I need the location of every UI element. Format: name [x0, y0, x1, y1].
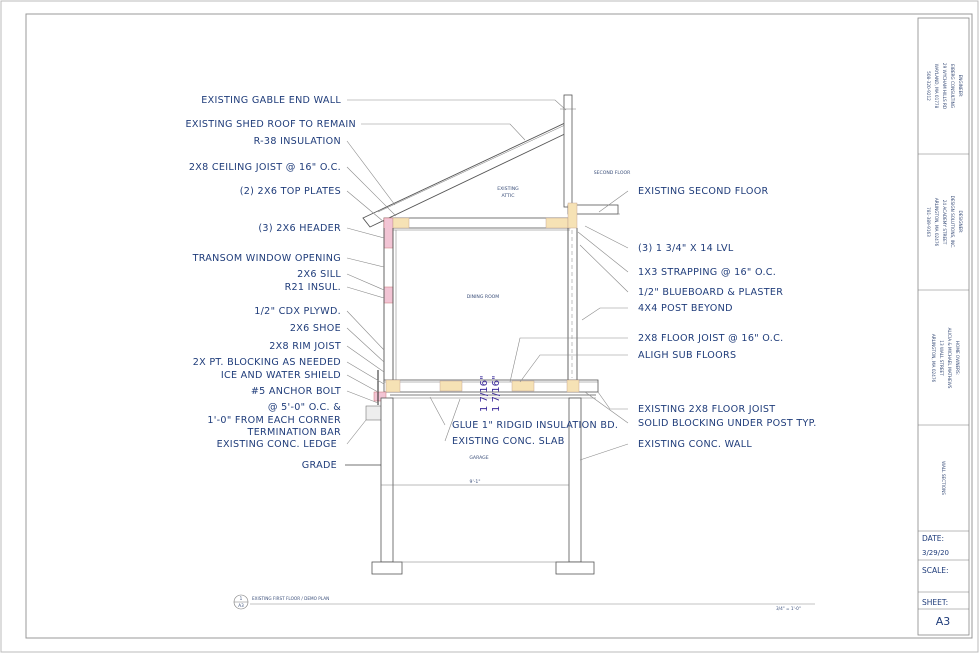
label-solid-blocking: SOLID BLOCKING UNDER POST TYP.	[638, 418, 817, 429]
engineer-city: WAYLAND, MA 01778	[934, 64, 939, 109]
room-labels: SECOND FLOOR EXISTING ATTIC DINING ROOM …	[467, 170, 631, 485]
room-dining: DINING ROOM	[467, 294, 500, 300]
designer-info: DESIGNER: DESIGN SOLUTIONS, INC. 24 ACAD…	[926, 196, 963, 249]
owners-label: HOME OWNERS:	[955, 341, 960, 375]
view-sheet: A3	[238, 603, 244, 608]
owners-name: ALICIA & MICHAEL MATHEWS	[947, 328, 952, 389]
label-transom: TRANSOM WINDOW OPENING	[192, 253, 341, 264]
view-scale: 3/4" = 1'-0"	[776, 606, 801, 611]
label-conc-slab: EXISTING CONC. SLAB	[452, 436, 565, 447]
room-garage: GARAGE	[469, 455, 488, 461]
label-anchor-bolt: #5 ANCHOR BOLT	[251, 386, 341, 397]
label-anchor-corner: 1'-0" FROM EACH CORNER	[207, 415, 341, 426]
label-floor-joist: 2X8 FLOOR JOIST @ 16" O.C.	[638, 333, 783, 344]
title-block: ENGINEER: EIBERG CONSULTING 29 WYCHAM HI…	[917, 17, 970, 636]
label-rigid-insulation: GLUE 1" RIDGID INSULATION BD.	[452, 420, 618, 431]
right-annotations: EXISTING SECOND FLOOR (3) 1 3/4" X 14 LV…	[452, 186, 817, 450]
view-number: 1	[240, 596, 243, 601]
date-label: DATE:	[922, 534, 944, 543]
designer-phone: 781-389-9163	[926, 207, 931, 237]
designer-label: DESIGNER:	[958, 211, 963, 234]
label-r21: R21 INSUL.	[285, 282, 341, 293]
label-rim-joist: 2X8 RIM JOIST	[269, 341, 341, 352]
label-sub-floors: ALIGH SUB FLOORS	[638, 350, 736, 361]
garage-dimension: 9'-1"	[470, 479, 481, 485]
date-value: 3/29/20	[922, 549, 949, 557]
engineer-info: ENGINEER: EIBERG CONSULTING 29 WYCHAM HI…	[926, 63, 963, 109]
left-annotations: EXISTING GABLE END WALL EXISTING SHED RO…	[186, 95, 356, 471]
designer-city: ARLINGTON, MA 02476	[934, 198, 939, 247]
label-second-floor: EXISTING SECOND FLOOR	[638, 186, 769, 197]
engineer-address: 29 WYCHAM HILLS RD	[942, 63, 947, 109]
label-conc-wall: EXISTING CONC. WALL	[638, 439, 752, 450]
owners-info: HOME OWNERS: ALICIA & MICHAEL MATHEWS 13…	[931, 328, 960, 389]
label-cdx: 1/2" CDX PLYWD.	[254, 306, 341, 317]
dimension-1: 1 7/16"	[479, 375, 490, 412]
scale-label: SCALE:	[922, 566, 949, 575]
sheet-label: SHEET:	[922, 598, 948, 607]
label-shoe: 2X6 SHOE	[290, 323, 341, 334]
sheet-number: A3	[936, 615, 951, 628]
engineer-phone: 508-320-9212	[926, 71, 931, 101]
label-existing-floor-joist: EXISTING 2X8 FLOOR JOIST	[638, 404, 775, 415]
label-top-plates: (2) 2X6 TOP PLATES	[240, 186, 341, 197]
label-anchor-spacing: @ 5'-0" O.C. &	[268, 402, 341, 413]
designer-name: DESIGN SOLUTIONS, INC.	[950, 196, 955, 249]
owners-address: 13 WALL STREET	[939, 340, 944, 376]
label-lvl: (3) 1 3/4" X 14 LVL	[638, 243, 734, 254]
label-blueboard: 1/2" BLUEBOARD & PLASTER	[638, 287, 783, 298]
label-ice-water: ICE AND WATER SHIELD	[221, 370, 341, 381]
label-header: (3) 2X6 HEADER	[258, 223, 341, 234]
view-title: 1 A3 EXISTING FIRST FLOOR / DEMO PLAN 3/…	[233, 594, 815, 611]
label-blocking: 2X PT. BLOCKING AS NEEDED	[193, 357, 341, 368]
label-shed-roof: EXISTING SHED ROOF TO REMAIN	[186, 119, 356, 130]
view-title-text: EXISTING FIRST FLOOR / DEMO PLAN	[252, 596, 329, 601]
dimension-2: 1 7/16"	[491, 375, 502, 412]
label-strapping: 1X3 STRAPPING @ 16" O.C.	[638, 267, 776, 278]
label-conc-ledge: EXISTING CONC. LEDGE	[217, 439, 337, 450]
engineer-label: ENGINEER:	[958, 75, 963, 98]
label-gable-end-wall: EXISTING GABLE END WALL	[201, 95, 341, 106]
drawing-title: WALL SECTIONS	[941, 461, 946, 495]
engineer-name: EIBERG CONSULTING	[950, 64, 955, 108]
label-sill: 2X6 SILL	[297, 269, 341, 280]
label-ceiling-joist: 2X8 CEILING JOIST @ 16" O.C.	[189, 162, 341, 173]
label-r38: R-38 INSULATION	[254, 136, 341, 147]
drawing-border	[25, 13, 973, 639]
room-attic-line1: EXISTING	[497, 186, 519, 192]
label-termination-bar: TERMINATION BAR	[247, 427, 342, 438]
leader-lines	[346, 99, 629, 461]
owners-city: ARLINGTON, MA 02476	[931, 334, 936, 383]
dimensions: 1 7/16" 1 7/16"	[479, 375, 502, 412]
room-second-floor: SECOND FLOOR	[594, 170, 631, 176]
label-grade: GRADE	[302, 460, 337, 471]
designer-address: 24 ACADEMY STREET	[942, 200, 947, 245]
wall-section	[345, 94, 620, 575]
label-post: 4X4 POST BEYOND	[638, 303, 733, 314]
room-attic-line2: ATTIC	[502, 193, 515, 199]
